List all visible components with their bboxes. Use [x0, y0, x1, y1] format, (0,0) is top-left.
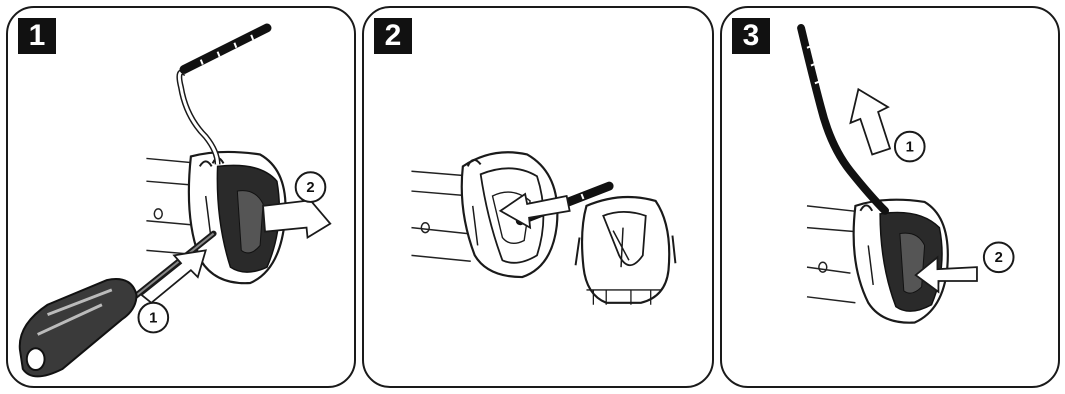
callout-1: 1: [895, 132, 925, 162]
callout-label: 1: [149, 311, 157, 327]
step-number-badge: 1: [18, 18, 56, 54]
step-1-panel: 1 2 1: [6, 6, 356, 388]
callout-1: 1: [138, 303, 168, 333]
detached-cap-icon: [576, 197, 676, 305]
step-3-panel: 1 2 3: [720, 6, 1060, 388]
callout-label: 2: [995, 250, 1003, 266]
arrow-icon: [141, 250, 205, 302]
step-3-illustration: 1 2: [722, 8, 1058, 386]
step-number-badge: 2: [374, 18, 412, 54]
callout-label: 2: [306, 180, 314, 196]
callout-label: 1: [906, 140, 914, 156]
step-2-panel: 2: [362, 6, 714, 388]
step-number-badge: 3: [732, 18, 770, 54]
callout-2: 2: [984, 242, 1014, 272]
mounting-rail: [807, 206, 860, 303]
step-2-illustration: [364, 8, 712, 386]
rubber-strap-icon: [179, 28, 267, 164]
callout-2: 2: [296, 172, 326, 202]
step-1-illustration: 1 2: [8, 8, 354, 386]
arrow-icon: [850, 89, 890, 154]
